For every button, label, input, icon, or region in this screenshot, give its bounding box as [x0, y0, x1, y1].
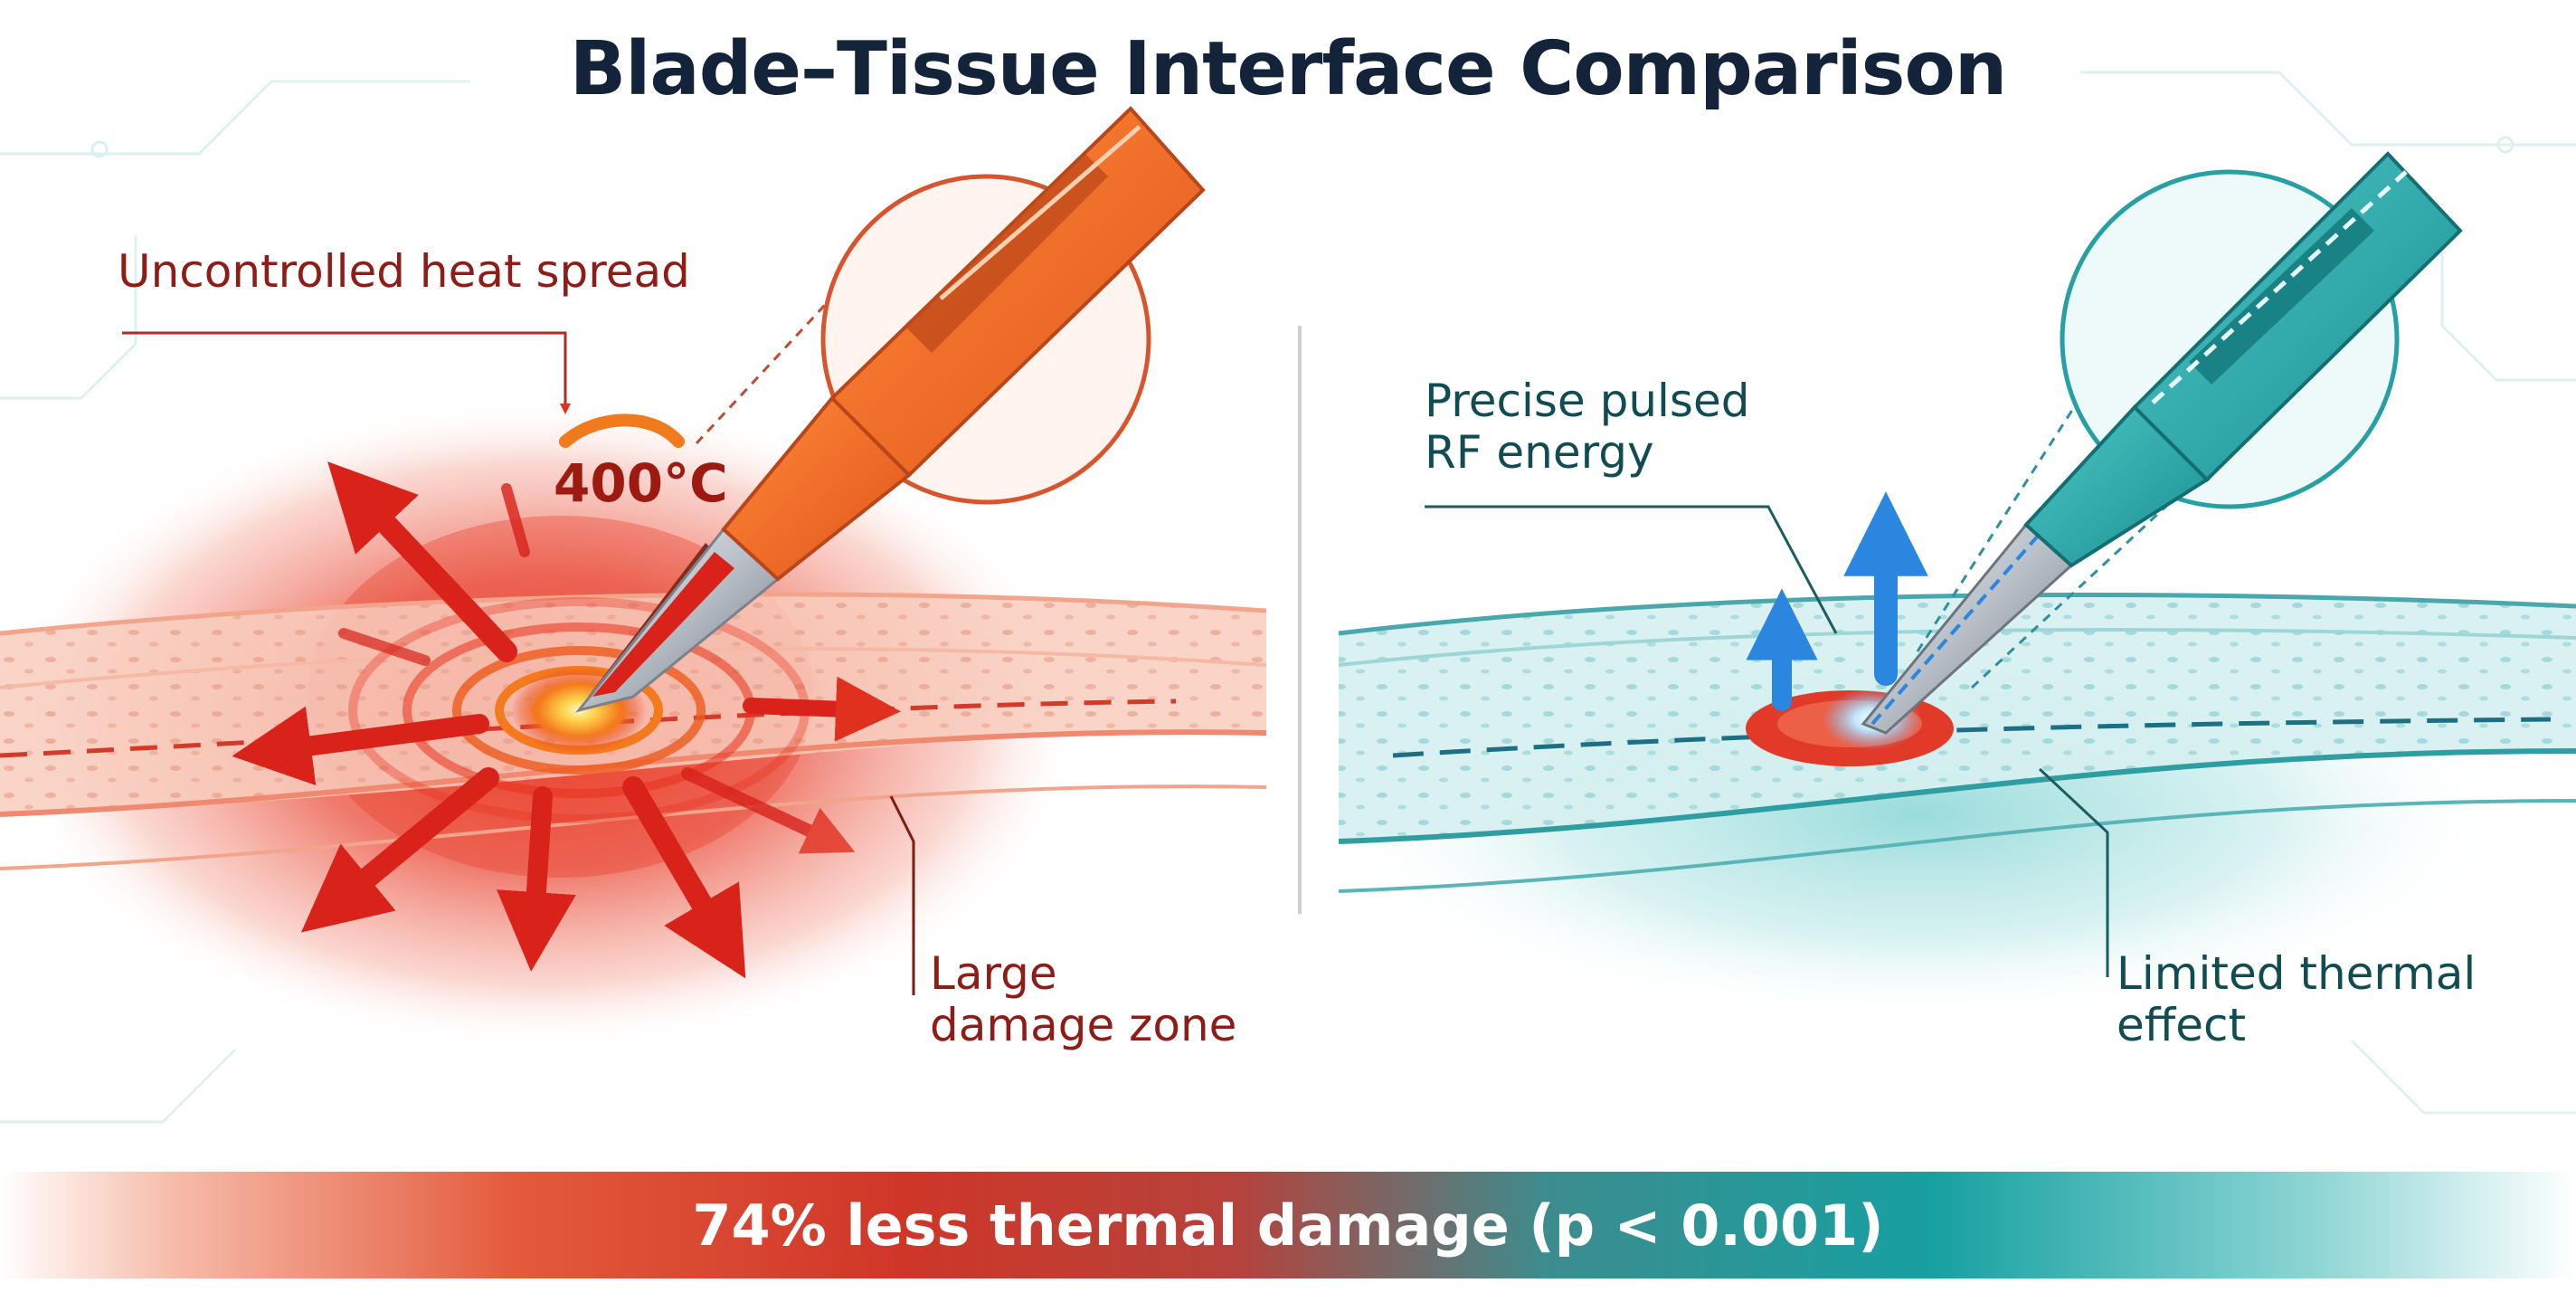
heat-spread-arrows — [232, 461, 901, 979]
conventional-electrode — [575, 106, 1206, 713]
heat-spread-label: Uncontrolled heat spread — [118, 245, 690, 298]
damage-zone-label: Large damage zone — [930, 947, 1237, 1051]
thermal-effect-label: Limited thermal effect — [2117, 947, 2477, 1051]
right-panel-pulsed-rf — [1330, 151, 2576, 1022]
rf-energy-leader — [1425, 505, 1838, 634]
temperature-label: 400°C — [554, 452, 728, 514]
result-banner — [0, 1172, 2576, 1278]
damage-zone-leader — [889, 795, 915, 995]
result-banner-text: 74% less thermal damage (p < 0.001) — [692, 1193, 1884, 1259]
heat-spread-leader — [122, 331, 571, 414]
left-panel-conventional — [0, 106, 1267, 1050]
background-circuit-lines — [0, 71, 2576, 1124]
pulsed-rf-electrode — [1861, 151, 2463, 735]
temperature-arc — [559, 413, 685, 448]
thermal-effect-leader — [2038, 767, 2109, 977]
rf-energy-arrows — [1746, 491, 1928, 711]
page-title: Blade–Tissue Interface Comparison — [569, 26, 2007, 112]
rf-energy-label: Precise pulsed RF energy — [1425, 375, 1750, 479]
